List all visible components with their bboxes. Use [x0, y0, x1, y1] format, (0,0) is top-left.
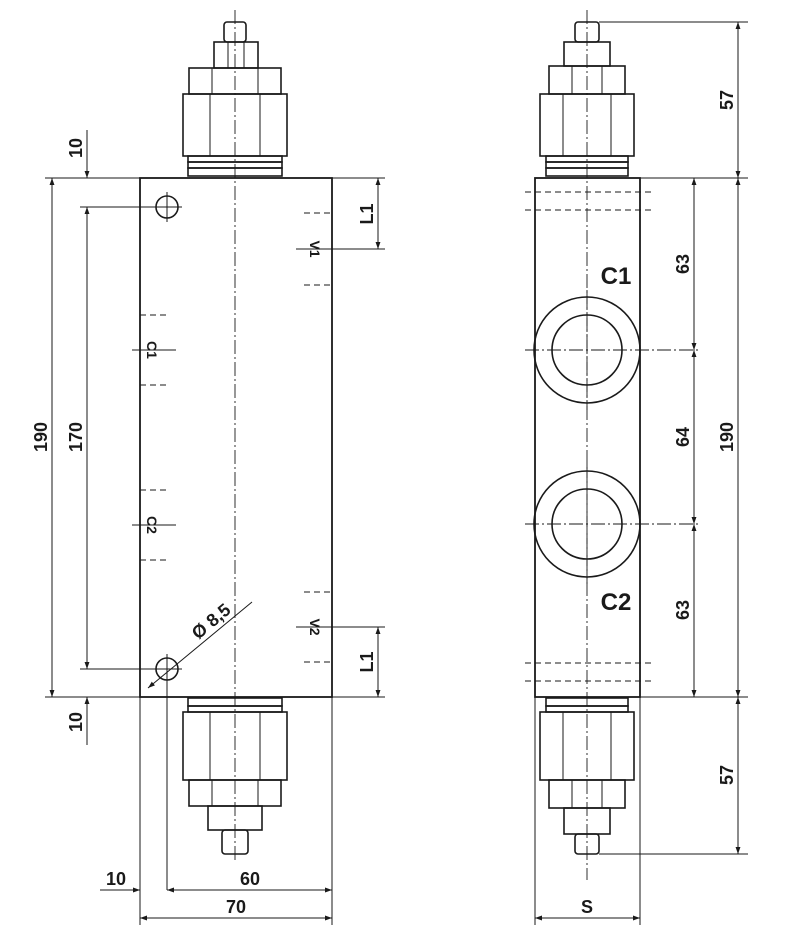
- front-dim-170: 170: [66, 422, 86, 452]
- front-view: V1 V2 C1 C2 190 170 10 10 L1 L1: [31, 10, 385, 925]
- side-dim-63-lower: 63: [673, 600, 693, 620]
- front-dim-10-top: 10: [66, 138, 86, 158]
- side-view: C1 C2 57 190 57 63 64 63 S: [525, 10, 748, 925]
- side-dim-57-bottom: 57: [717, 765, 737, 785]
- side-port-c1: [525, 290, 700, 410]
- front-port-v1-label: V1: [307, 240, 323, 257]
- side-dim-63-upper: 63: [673, 254, 693, 274]
- side-port-c1-label: C1: [601, 263, 632, 290]
- side-port-c2-label: C2: [601, 589, 632, 616]
- front-dim-70: 70: [226, 897, 246, 917]
- front-port-c2-label: C2: [144, 516, 160, 534]
- front-dim-l1-top: L1: [357, 203, 377, 224]
- side-dim-s: S: [581, 897, 593, 917]
- front-port-v2-label: V2: [307, 618, 323, 635]
- front-dim-l1-bottom: L1: [357, 651, 377, 672]
- front-valve-body: [139, 177, 333, 698]
- side-port-c2: [525, 464, 700, 584]
- front-dim-10-left: 10: [106, 869, 126, 889]
- front-dim-60: 60: [240, 869, 260, 889]
- front-port-c1-label: C1: [144, 341, 160, 359]
- side-valve-body: [534, 177, 641, 698]
- front-bottom-fitting: [182, 697, 288, 855]
- front-dim-190: 190: [31, 422, 51, 452]
- side-dim-57-top: 57: [717, 90, 737, 110]
- side-dim-190: 190: [717, 422, 737, 452]
- side-dim-64: 64: [673, 427, 693, 447]
- front-dim-10-bottom: 10: [66, 712, 86, 732]
